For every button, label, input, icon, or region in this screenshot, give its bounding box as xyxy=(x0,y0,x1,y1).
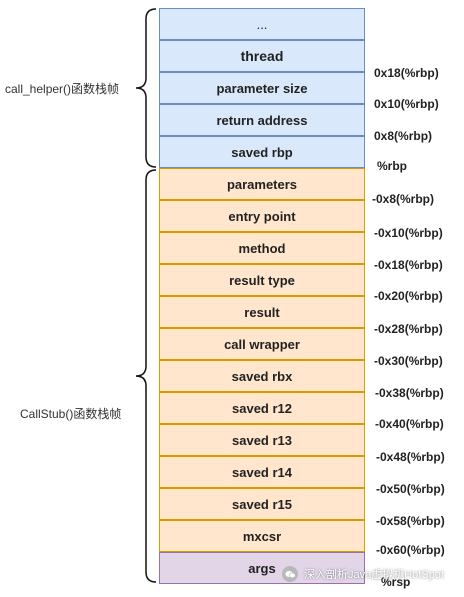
offset-label: -0x50(%rbp) xyxy=(376,482,445,496)
stack-cell-ellipsis: ... xyxy=(159,8,365,40)
stack-cell-saved-rbx: saved rbx xyxy=(159,360,365,392)
stack-cell-entry-point: entry point xyxy=(159,200,365,232)
stack-cell-return-address: return address xyxy=(159,104,365,136)
stack-cell-saved-rbp: saved rbp xyxy=(159,136,365,168)
stack-cell-result: result xyxy=(159,296,365,328)
stack-cell-saved-r13: saved r13 xyxy=(159,424,365,456)
offset-label: 0x18(%rbp) xyxy=(374,66,439,80)
stack-cell-args: args xyxy=(159,552,365,584)
offset-label: %rbp xyxy=(377,159,407,173)
offset-label: -0x28(%rbp) xyxy=(374,322,443,336)
offset-label: -0x8(%rbp) xyxy=(372,192,435,206)
offset-label: -0x18(%rbp) xyxy=(374,258,443,272)
stack-cell-result-type: result type xyxy=(159,264,365,296)
stack-cell-parameters: parameters xyxy=(159,168,365,200)
offset-label: -0x40(%rbp) xyxy=(375,417,444,431)
stack-cell-mxcsr: mxcsr xyxy=(159,520,365,552)
call-helper-frame-label: call_helper()函数栈帧 xyxy=(5,82,120,96)
frame-braces xyxy=(135,8,157,583)
watermark: 深入剖析Java虚拟机HotSpot xyxy=(282,566,444,582)
offset-label: -0x48(%rbp) xyxy=(376,450,445,464)
offset-label: -0x58(%rbp) xyxy=(376,514,445,528)
stack-cell-method: method xyxy=(159,232,365,264)
offset-label: -0x10(%rbp) xyxy=(374,226,443,240)
callstub-frame-brace xyxy=(135,169,157,583)
offset-label: 0x8(%rbp) xyxy=(374,129,433,143)
stack-cell-thread: thread xyxy=(159,40,365,72)
callstub-frame-label: CallStub()函数栈帧 xyxy=(20,407,122,421)
offset-label: %rsp xyxy=(381,575,411,589)
offset-label: 0x10(%rbp) xyxy=(374,97,439,111)
offset-label: -0x30(%rbp) xyxy=(374,354,443,368)
stack-cell-parameter-size: parameter size xyxy=(159,72,365,104)
stack-cell-saved-r14: saved r14 xyxy=(159,456,365,488)
stack-frame-diagram: ... thread parameter size return address… xyxy=(159,8,365,584)
stack-cell-call-wrapper: call wrapper xyxy=(159,328,365,360)
watermark-text: 深入剖析Java虚拟机HotSpot xyxy=(304,569,444,581)
stack-cell-saved-r15: saved r15 xyxy=(159,488,365,520)
offset-label: -0x60(%rbp) xyxy=(376,543,445,557)
wechat-icon xyxy=(282,566,298,582)
stack-cell-saved-r12: saved r12 xyxy=(159,392,365,424)
call-helper-frame-brace xyxy=(135,8,157,168)
offset-label: -0x20(%rbp) xyxy=(374,289,443,303)
offset-label: -0x38(%rbp) xyxy=(375,386,444,400)
